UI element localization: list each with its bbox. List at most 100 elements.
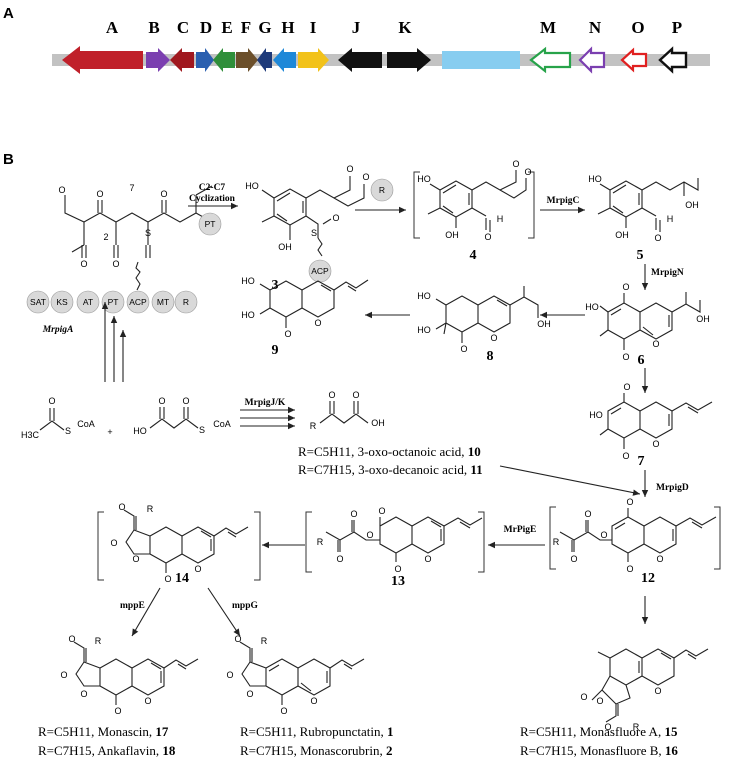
compound-3-number: 3 (272, 278, 279, 293)
oxo-acid-structure: R O O OH (310, 390, 385, 431)
atom-o: O (58, 185, 65, 195)
cyclization-step: C2-C7 Cyclization PT (188, 183, 238, 236)
r-reagent-label: R (379, 185, 385, 195)
atom-oh: OH (371, 418, 385, 428)
atom-o: O (80, 689, 87, 699)
gene-c-label: C (177, 18, 189, 37)
atom-h: H (667, 214, 674, 224)
compound-9-number: 9 (272, 343, 279, 358)
gene-n-arrow (578, 46, 606, 74)
product-label-11: R=C7H15, 3-oxo-decanoic acid, 11 (298, 462, 483, 477)
gene-b-arrow (146, 48, 170, 72)
atom-o: O (284, 329, 291, 339)
compound-4-number: 4 (470, 248, 477, 263)
domain-pt-label: PT (108, 297, 119, 307)
atom-s: S (311, 228, 317, 238)
gene-e-label: E (221, 18, 232, 37)
atom-o: O (226, 670, 233, 680)
gene-f-label: F (241, 18, 251, 37)
atom-r: R (317, 537, 324, 547)
atom-o: O (600, 530, 607, 540)
compound-3-structure: HO OH O S O O ACP 3 (245, 164, 369, 293)
atom-o: O (332, 213, 339, 223)
gene-g-arrow (257, 48, 272, 72)
atom-o: O (328, 390, 335, 400)
panel-b-label: B (3, 151, 14, 168)
atom-r: R (261, 636, 268, 646)
atom-s: S (145, 228, 151, 238)
gene-m-arrow (529, 46, 572, 74)
gene-b-label: B (148, 18, 159, 37)
atom-s: S (199, 425, 205, 435)
r-reagent-circle (370, 178, 394, 202)
compound-8-number: 8 (487, 349, 494, 364)
gene-cluster: A B C D E F G H I J K M N O P (62, 18, 688, 74)
atom-o: O (394, 564, 401, 574)
atom-o: O (362, 172, 369, 182)
mrpign-label: MrpigN (651, 268, 684, 278)
atom-o: O (110, 538, 117, 548)
atom-o: O (48, 396, 55, 406)
atom-o: O (158, 396, 165, 406)
product-label-17: R=C5H11, Monascin, 17 (38, 724, 169, 739)
atom-oh: OH (278, 242, 292, 252)
atom-ho: HO (241, 310, 255, 320)
compound-14-number: 14 (175, 571, 189, 586)
domain-ks (50, 290, 74, 314)
compound-12-structure: O O O O O O R 12 (549, 497, 721, 586)
gene-p-arrow (658, 46, 688, 74)
atom-r: R (553, 537, 560, 547)
domain-r (174, 290, 198, 314)
atom-o: O (194, 564, 201, 574)
atom-r: R (95, 636, 102, 646)
atom-oh: OH (615, 230, 629, 240)
atom-o: O (350, 509, 357, 519)
mppg-label: mppG (232, 601, 258, 611)
gene-o-label: O (631, 18, 644, 37)
mppe-label: mppE (120, 601, 145, 611)
gene-g-label: G (258, 18, 271, 37)
pt-reagent-label: PT (205, 219, 216, 229)
atom-o: O (623, 382, 630, 392)
domain-at (76, 290, 100, 314)
atom-o: O (366, 530, 373, 540)
domain-mt (151, 290, 175, 314)
atom-o: O (460, 344, 467, 354)
atom-o: O (160, 189, 167, 199)
atom-h: H (497, 214, 504, 224)
atom-o: O (626, 497, 633, 507)
atom-o: O (164, 574, 171, 584)
product-label-10: R=C5H11, 3-oxo-octanoic acid, 10 (298, 444, 481, 459)
atom-o: O (570, 554, 577, 564)
atom-r: R (633, 722, 640, 732)
atom-ho: HO (241, 276, 255, 286)
compound-13-structure: O O O O O O R 13 (305, 506, 485, 589)
pks-domain-strip: SAT KS AT PT ACP MT R MrpigA (26, 290, 198, 335)
atom-coa: CoA (77, 419, 95, 429)
atom-o: O (584, 509, 591, 519)
atom-o: O (656, 554, 663, 564)
gene-unlabeled-block (442, 51, 520, 69)
atom-o: O (80, 259, 87, 269)
gene-p-label: P (672, 18, 682, 37)
compound-12-number: 12 (641, 571, 655, 586)
atom-r: R (147, 504, 154, 514)
atom-o: O (336, 554, 343, 564)
atom-o: O (652, 439, 659, 449)
gene-k-label: K (398, 18, 412, 37)
atom-o: O (654, 686, 661, 696)
atom-ho: HO (417, 174, 431, 184)
atom-ho: HO (585, 302, 599, 312)
atom-o: O (60, 670, 67, 680)
atom-oh: OH (445, 230, 459, 240)
precursor-arrows-up (101, 302, 127, 382)
compound-13-number: 13 (391, 574, 405, 589)
mrpigc-label: MrpigC (547, 196, 580, 206)
atom-o: O (580, 692, 587, 702)
atom-ho: HO (245, 181, 259, 191)
mrpigjk-step: MrpigJ/K (240, 398, 295, 430)
atom-oh: OH (685, 200, 699, 210)
compound-7-structure: O HO O O 7 (589, 382, 713, 469)
atom-coa: CoA (213, 419, 231, 429)
gene-i-arrow (298, 48, 329, 72)
